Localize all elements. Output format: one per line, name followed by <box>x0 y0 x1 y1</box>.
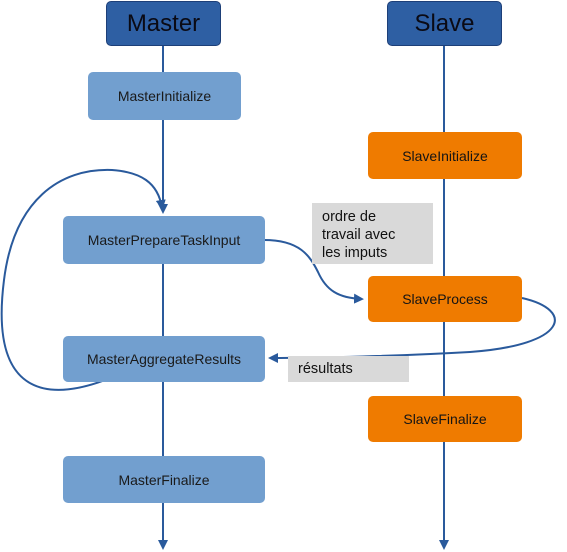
slave-header: Slave <box>387 1 502 46</box>
slave-process-step: SlaveProcess <box>368 276 522 322</box>
master-aggregate-results-step: MasterAggregateResults <box>63 336 265 382</box>
master-header: Master <box>106 1 221 46</box>
work-order-note-line: travail avec <box>322 227 396 243</box>
work-order-note: ordre de travail avec les imputs <box>312 203 433 264</box>
master-prepare-task-input-step: MasterPrepareTaskInput <box>63 216 265 264</box>
master-finalize-step: MasterFinalize <box>63 456 265 503</box>
master-loop-arrow <box>0 168 166 391</box>
work-order-note-line: ordre de <box>322 209 377 225</box>
master-initialize-step: MasterInitialize <box>88 72 241 120</box>
slave-initialize-step: SlaveInitialize <box>368 132 522 179</box>
slave-finalize-step: SlaveFinalize <box>368 396 522 442</box>
results-note: résultats <box>288 356 409 382</box>
work-order-note-line: les imputs <box>322 245 388 261</box>
work-order-arrow <box>263 239 364 304</box>
